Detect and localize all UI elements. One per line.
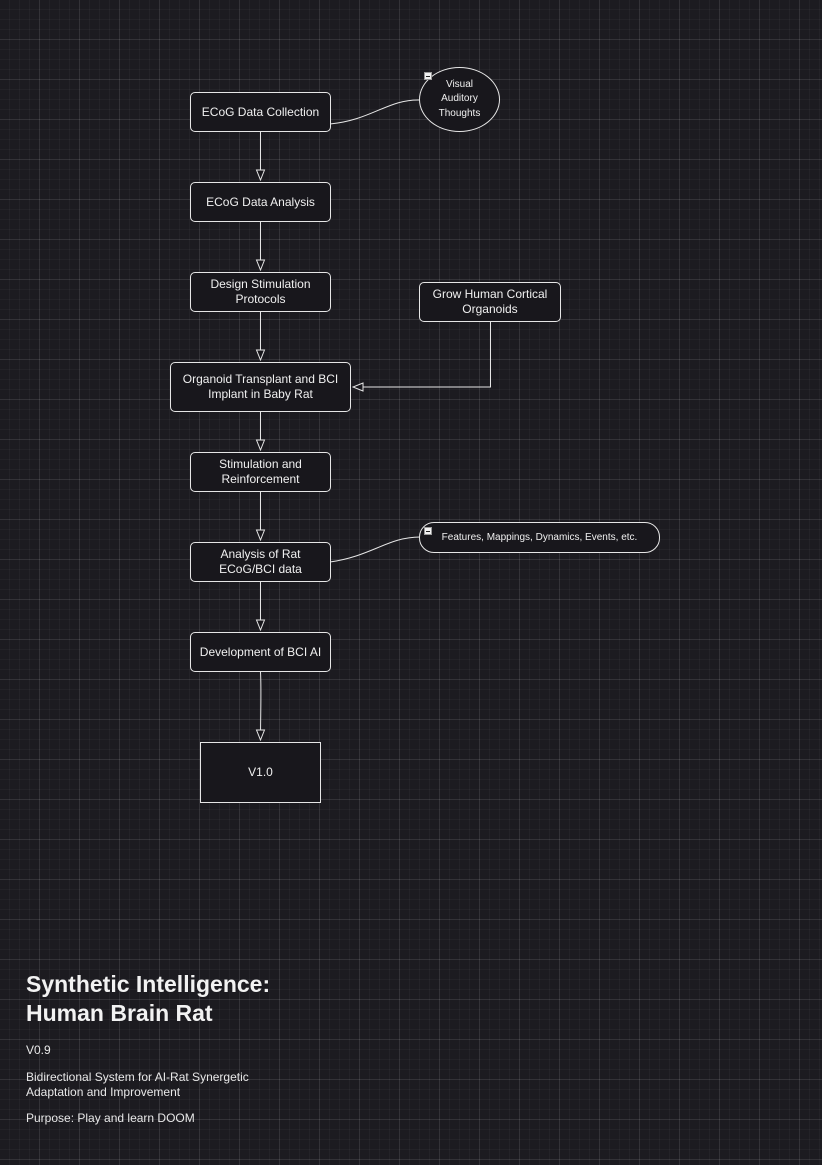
node-organoid-transplant[interactable]: Organoid Transplant and BCI Implant in B… [170,362,351,412]
edge-rat-analysis-to-features[interactable] [329,536,421,563]
node-v1-0[interactable]: V1.0 [200,742,321,803]
purpose-text: Purpose: Play and learn DOOM [26,1111,195,1125]
node-ecog-data-collection[interactable]: ECoG Data Collection [190,92,331,132]
version-label: V0.9 [26,1043,51,1057]
node-features-mappings[interactable]: Features, Mappings, Dynamics, Events, et… [419,522,660,553]
collapse-icon[interactable] [424,72,432,80]
node-development-of-bci-ai[interactable]: Development of BCI AI [190,632,331,672]
node-analysis-of-rat-data[interactable]: Analysis of Rat ECoG/BCI data [190,542,331,582]
info-panel: Synthetic Intelligence: Human Brain Rat … [26,970,346,1126]
collapse-icon[interactable] [424,527,432,535]
edge-organoids-to-transplant[interactable] [353,322,491,387]
node-visual-auditory-thoughts[interactable]: Visual Auditory Thoughts [419,67,500,132]
node-design-stimulation-protocols[interactable]: Design Stimulation Protocols [190,272,331,312]
edge-collection-to-modalities[interactable] [329,99,421,125]
description-text: Bidirectional System for AI-Rat Synerget… [26,1070,249,1099]
node-ecog-data-analysis[interactable]: ECoG Data Analysis [190,182,331,222]
node-grow-human-cortical-organoids[interactable]: Grow Human Cortical Organoids [419,282,561,322]
node-stimulation-and-reinforcement[interactable]: Stimulation and Reinforcement [190,452,331,492]
page-title: Synthetic Intelligence: Human Brain Rat [26,971,271,1026]
